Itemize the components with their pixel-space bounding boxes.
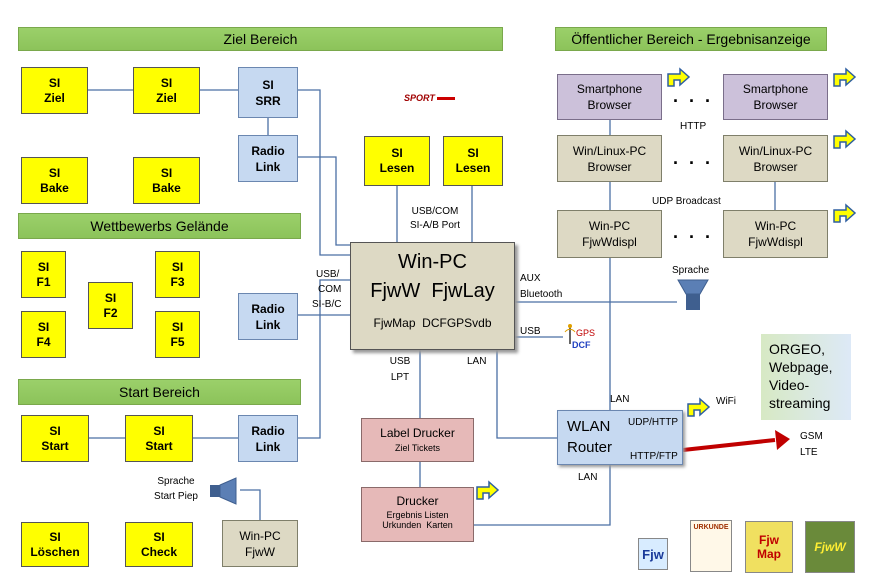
- label-lpt: LPT: [390, 372, 410, 383]
- label-usb-bottom: USB: [389, 356, 411, 367]
- fjww-logo-icon: FjwW: [805, 521, 855, 573]
- label-usb-right: USB: [520, 326, 541, 337]
- main-pc-title: Win-PC: [398, 251, 467, 273]
- gps-antenna-icon: [564, 324, 576, 344]
- label-bluetooth: Bluetooth: [520, 289, 563, 300]
- label-si-bc: SI-B/C: [312, 299, 342, 310]
- label-wifi: WiFi: [716, 396, 736, 407]
- label-usb-com: USB/COM: [411, 206, 459, 217]
- label-http: HTTP: [680, 121, 707, 132]
- label-start-piep: Start Piep: [154, 491, 198, 502]
- label-udp-broadcast: UDP Broadcast: [652, 196, 721, 207]
- dots-winlinux: . . .: [672, 148, 713, 168]
- arrow-up-icon: [833, 67, 857, 87]
- main-pc-bottom: FjwMap DCFGPSvdb: [373, 316, 492, 330]
- label-sprache-start: Sprache: [157, 476, 195, 487]
- fjw-logo-icon: Fjw: [638, 538, 668, 570]
- arrow-up-icon: [833, 129, 857, 149]
- fjwmap-logo-icon: Fjw Map: [745, 521, 793, 573]
- banner-ziel-bereich: Ziel Bereich: [18, 27, 503, 51]
- arrow-up-icon: [833, 203, 857, 223]
- banner-wettbewerbs-gelaende: Wettbewerbs Gelände: [18, 213, 301, 239]
- arrow-up-icon: [667, 67, 691, 87]
- urkunde-logo-icon: URKUNDE: [690, 520, 732, 572]
- label-lan-router-bottom: LAN: [578, 472, 598, 483]
- label-si-ab-port: SI-A/B Port: [409, 220, 460, 231]
- dots-fjwwdispl: . . .: [672, 222, 713, 242]
- arrow-up-icon: [687, 397, 711, 417]
- wlan-router: WLAN Router UDP/HTTP HTTP/FTP: [557, 410, 683, 465]
- speaker-icon: [677, 279, 709, 310]
- label-com-left: COM: [318, 284, 342, 295]
- label-gsm: GSM: [800, 431, 823, 442]
- main-win-pc: Win-PC FjwW FjwLay FjwMap DCFGPSvdb: [350, 242, 515, 350]
- label-lan-router-top: LAN: [610, 394, 630, 405]
- main-pc-apps: FjwW FjwLay: [370, 280, 495, 302]
- label-lan-main: LAN: [467, 356, 487, 367]
- banner-oeffentlicher-bereich: Öffentlicher Bereich - Ergebnisanzeige: [555, 27, 827, 51]
- banner-start-bereich: Start Bereich: [18, 379, 301, 405]
- arrow-up-icon: [476, 480, 500, 500]
- dots-smartphone: . . .: [672, 86, 713, 106]
- label-aux: AUX: [520, 273, 541, 284]
- label-usb-left: USB/: [316, 269, 340, 280]
- label-lte: LTE: [800, 447, 818, 458]
- speaker-start-icon: [210, 477, 237, 505]
- drucker: Drucker Ergebnis Listen Urkunden Karten: [361, 487, 474, 542]
- orgeo-box: ORGEO,Webpage,Video-streaming: [761, 334, 851, 420]
- label-sprache: Sprache: [672, 265, 710, 276]
- gps-dcf-logo: GPS DCF: [563, 322, 595, 356]
- label-drucker: Label Drucker Ziel Tickets: [361, 418, 474, 462]
- sport-logo: SPORT: [404, 93, 455, 103]
